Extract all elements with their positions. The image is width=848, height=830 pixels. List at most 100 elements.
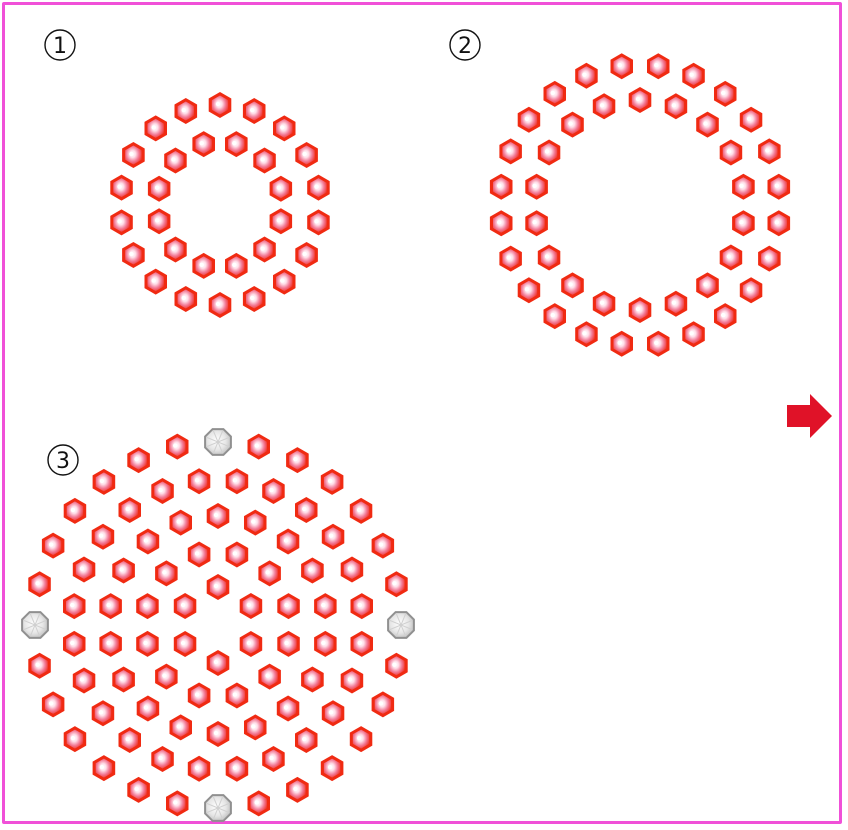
red-gem-icon bbox=[28, 653, 51, 679]
clear-gem-icon bbox=[22, 612, 48, 638]
red-gem-icon bbox=[92, 700, 115, 726]
red-gem-icon bbox=[42, 691, 65, 717]
red-gem-icon bbox=[243, 98, 266, 124]
red-gem-icon bbox=[385, 653, 408, 679]
red-gem-icon bbox=[262, 478, 285, 504]
red-gem-icon bbox=[314, 631, 337, 657]
red-gem-icon bbox=[243, 286, 266, 312]
red-gem-icon bbox=[73, 557, 96, 583]
red-gem-icon bbox=[682, 321, 705, 347]
red-gem-icon bbox=[629, 297, 652, 323]
red-gem-icon bbox=[155, 560, 178, 586]
red-gem-icon bbox=[286, 447, 309, 473]
red-gem-icon bbox=[277, 631, 300, 657]
red-gem-icon bbox=[99, 631, 122, 657]
red-gem-icon bbox=[174, 631, 197, 657]
red-gem-icon bbox=[277, 529, 300, 555]
red-gem-icon bbox=[93, 469, 116, 495]
red-gem-icon bbox=[720, 140, 743, 166]
clear-gem-icon bbox=[388, 612, 414, 638]
red-gem-icon bbox=[207, 503, 230, 529]
red-gem-icon bbox=[244, 714, 267, 740]
step-marker-2: 2 bbox=[450, 30, 480, 60]
red-gem-icon bbox=[248, 790, 271, 816]
red-gem-icon bbox=[758, 138, 781, 164]
red-gem-icon bbox=[561, 112, 584, 138]
red-gem-icon bbox=[145, 269, 168, 295]
red-gem-icon bbox=[253, 148, 275, 174]
step-marker-1: 1 bbox=[45, 30, 75, 60]
red-gem-icon bbox=[99, 593, 122, 619]
red-gem-icon bbox=[170, 510, 193, 536]
red-gem-icon bbox=[740, 107, 763, 133]
clear-gem-icon bbox=[205, 429, 231, 455]
red-gem-icon bbox=[209, 292, 232, 318]
step-marker-3: 3 bbox=[48, 445, 78, 475]
red-gem-icon bbox=[64, 726, 86, 752]
red-gem-icon bbox=[253, 237, 275, 263]
red-gem-icon bbox=[166, 434, 189, 460]
red-gem-icon bbox=[518, 107, 541, 133]
red-gem-icon bbox=[518, 277, 541, 303]
red-gem-icon bbox=[321, 469, 344, 495]
red-gem-icon bbox=[192, 253, 215, 279]
red-gem-icon bbox=[122, 242, 145, 268]
red-gem-icon bbox=[322, 700, 345, 726]
red-gem-icon bbox=[262, 746, 285, 772]
red-gem-icon bbox=[372, 533, 395, 559]
red-gem-icon bbox=[490, 174, 513, 200]
red-gem-icon bbox=[593, 291, 616, 317]
red-gem-icon bbox=[696, 272, 719, 298]
red-gem-icon bbox=[258, 664, 281, 690]
red-gem-icon bbox=[732, 210, 755, 236]
step-number-1: 1 bbox=[53, 34, 67, 59]
red-gem-icon bbox=[301, 558, 324, 584]
red-gem-icon bbox=[372, 691, 395, 717]
step-number-2: 2 bbox=[458, 34, 472, 59]
red-gem-icon bbox=[92, 524, 115, 550]
red-gem-icon bbox=[174, 593, 197, 619]
red-gem-icon bbox=[350, 726, 373, 752]
red-gem-icon bbox=[64, 498, 86, 524]
red-gem-icon bbox=[544, 81, 567, 107]
red-gem-icon bbox=[225, 131, 248, 157]
red-gem-icon bbox=[122, 142, 145, 168]
red-gem-icon bbox=[301, 667, 324, 693]
red-gem-icon bbox=[611, 53, 634, 79]
red-gem-icon bbox=[307, 175, 330, 201]
red-gem-icon bbox=[525, 174, 548, 200]
red-gem-icon bbox=[322, 524, 345, 550]
red-gem-icon bbox=[768, 174, 791, 200]
red-gem-icon bbox=[136, 593, 159, 619]
red-gem-icon bbox=[561, 272, 584, 298]
red-gem-icon bbox=[351, 631, 374, 657]
red-gem-icon bbox=[307, 209, 330, 235]
red-gem-icon bbox=[110, 209, 133, 235]
red-gem-icon bbox=[112, 667, 135, 693]
red-gem-icon bbox=[270, 208, 293, 234]
red-gem-icon bbox=[273, 115, 296, 141]
red-gem-icon bbox=[321, 755, 344, 781]
red-gem-icon bbox=[758, 246, 781, 272]
red-gem-icon bbox=[188, 683, 211, 709]
red-gem-icon bbox=[593, 93, 616, 119]
red-gem-icon bbox=[188, 468, 211, 494]
red-gem-icon bbox=[164, 237, 187, 263]
red-gem-icon bbox=[119, 497, 142, 523]
red-gem-icon bbox=[188, 756, 211, 782]
red-gem-icon bbox=[226, 756, 249, 782]
red-gem-icon bbox=[226, 542, 249, 568]
red-gem-icon bbox=[351, 593, 374, 619]
clear-gem-icon bbox=[205, 795, 231, 821]
red-gem-icon bbox=[720, 245, 743, 271]
red-gem-icon bbox=[166, 790, 189, 816]
red-gem-icon bbox=[110, 175, 133, 201]
red-gem-icon bbox=[136, 631, 159, 657]
red-gem-icon bbox=[164, 148, 187, 174]
red-gem-icon bbox=[145, 115, 168, 141]
red-gem-icon bbox=[665, 291, 688, 317]
red-gem-icon bbox=[629, 87, 652, 113]
red-gem-icon bbox=[277, 593, 300, 619]
red-gem-icon bbox=[207, 574, 230, 600]
